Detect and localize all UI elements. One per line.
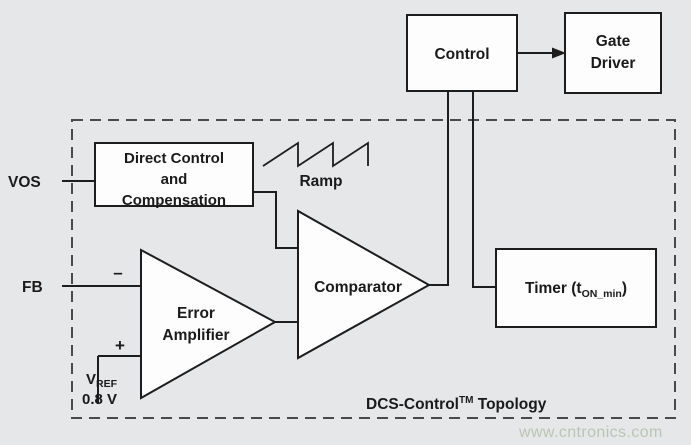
timer-label-prefix: Timer (t bbox=[525, 280, 582, 297]
error-amplifier-triangle[interactable] bbox=[140, 248, 278, 400]
wire-direct-control-to-comparator bbox=[253, 191, 298, 249]
control-block[interactable] bbox=[406, 14, 518, 92]
topology-label: DCS-ControlTM Topology bbox=[366, 395, 547, 413]
ramp-waveform-icon bbox=[262, 141, 369, 168]
gate-driver-label-line1: Gate bbox=[596, 33, 631, 50]
wire-comparator-to-control bbox=[427, 91, 449, 286]
topology-label-suffix: Topology bbox=[473, 396, 546, 413]
comparator-triangle[interactable] bbox=[297, 209, 432, 360]
timer-block[interactable] bbox=[495, 248, 657, 328]
timer-label-subscript: ON_min bbox=[582, 288, 622, 300]
gate-driver-block[interactable] bbox=[564, 12, 662, 94]
ramp-label: Ramp bbox=[299, 173, 342, 190]
timer-block-label: Timer (tON_min) bbox=[525, 280, 627, 300]
error-amp-inverting-sign: – bbox=[113, 263, 122, 282]
gate-driver-label-line2: Driver bbox=[591, 55, 636, 72]
error-amplifier-label-line2: Amplifier bbox=[162, 327, 229, 344]
direct-control-label-line3: Compensation bbox=[122, 192, 226, 209]
direct-control-label-line2: and bbox=[161, 171, 188, 188]
comparator-label: Comparator bbox=[314, 279, 402, 296]
vos-input-label: VOS bbox=[8, 174, 41, 191]
topology-label-main: DCS-Control bbox=[366, 396, 459, 413]
timer-label-suffix: ) bbox=[622, 280, 627, 297]
vref-value-label: 0.8 V bbox=[82, 391, 117, 408]
error-amplifier-label-line1: Error bbox=[177, 305, 215, 322]
vref-label-main: V bbox=[86, 371, 96, 388]
wire-control-to-timer bbox=[472, 91, 496, 288]
fb-input-label: FB bbox=[22, 279, 43, 296]
arrowhead-to-gate-driver bbox=[552, 47, 566, 59]
direct-control-label-line1: Direct Control bbox=[124, 150, 224, 167]
vref-label: VREF bbox=[86, 371, 118, 390]
direct-control-block[interactable] bbox=[94, 142, 254, 207]
watermark-text: www.cntronics.com bbox=[518, 424, 663, 441]
control-block-label: Control bbox=[434, 46, 489, 63]
vref-label-subscript: REF bbox=[96, 378, 118, 390]
topology-label-trademark: TM bbox=[459, 395, 473, 406]
error-amp-noninverting-sign: + bbox=[115, 336, 125, 355]
